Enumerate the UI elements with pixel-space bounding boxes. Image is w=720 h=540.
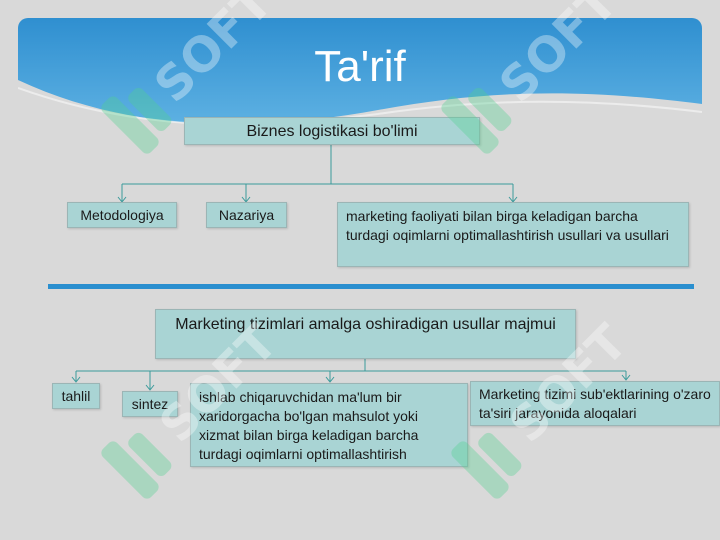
section-divider [48,284,694,289]
top-child-box-2: Nazariya [206,202,287,228]
slide-title: Ta'rif [314,42,406,91]
top-root-label: Biznes logistikasi bo'limi [246,123,418,140]
bottom-root-label: Marketing tizimlari amalga oshiradigan u… [175,316,556,333]
bottom-child-label-3: ishlab chiqaruvchidan ma'lum bir xaridor… [199,389,419,462]
top-child-label-2: Nazariya [218,207,275,223]
bottom-child-box-3: ishlab chiqaruvchidan ma'lum bir xaridor… [190,383,468,467]
header-banner: Ta'rif [18,18,702,128]
bottom-child-box-1: tahlil [52,383,100,409]
bottom-child-label-1: tahlil [61,388,91,404]
bottom-child-label-4: Marketing tizimi sub'ektlarining o'zaro … [479,386,711,421]
top-child-label-1: Metodologiya [80,207,164,223]
bottom-child-box-4: Marketing tizimi sub'ektlarining o'zaro … [470,381,720,426]
top-child-label-3: marketing faoliyati bilan birga keladiga… [346,208,669,243]
bottom-child-box-2: sintez [122,391,178,417]
bottom-child-label-2: sintez [131,396,169,412]
bottom-root-box: Marketing tizimlari amalga oshiradigan u… [155,309,576,359]
header-wave-graphic [18,18,702,128]
top-child-box-1: Metodologiya [67,202,177,228]
top-root-box: Biznes logistikasi bo'limi [184,117,480,145]
top-child-box-3: marketing faoliyati bilan birga keladiga… [337,202,689,267]
